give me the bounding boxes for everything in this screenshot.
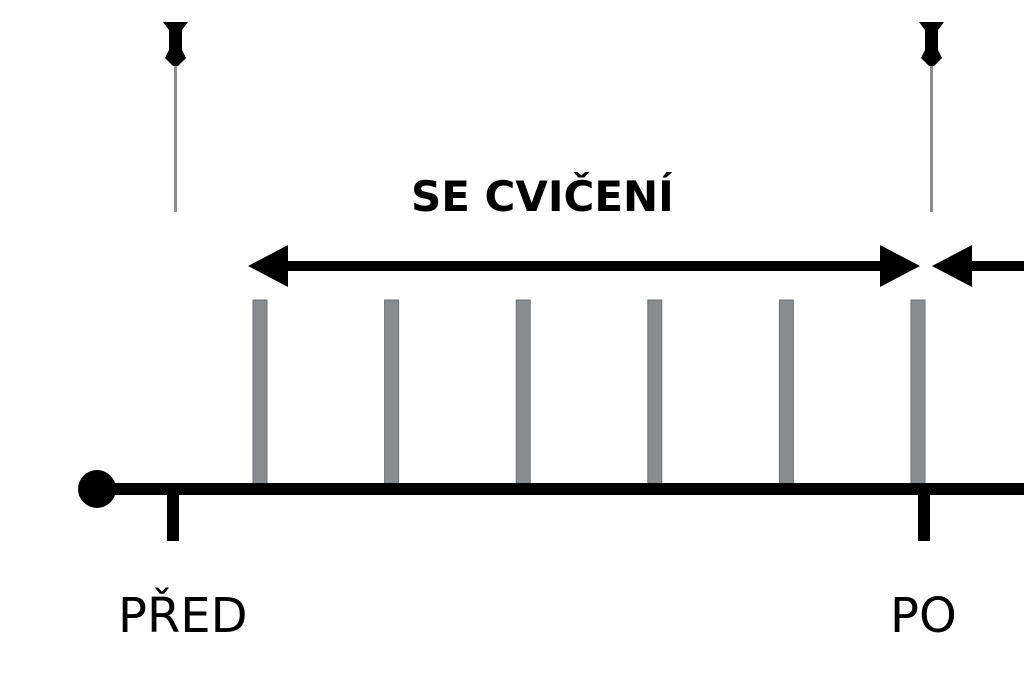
session-bar [515, 299, 531, 486]
timeline-start-dot [78, 470, 116, 508]
tick-before [167, 489, 179, 541]
before-label: PŘED [118, 588, 248, 644]
diagram-title: SE CVIČENÍ [411, 172, 674, 221]
session-bar [778, 299, 794, 486]
session-bar [910, 299, 926, 486]
timeline-axis [97, 483, 1024, 495]
session-bar [647, 299, 663, 486]
pushpin-icon [919, 22, 944, 212]
session-bar [384, 299, 400, 486]
after-label: PO [890, 588, 957, 644]
exercise-period-arrow [248, 245, 920, 287]
next-period-arrow [932, 245, 1024, 287]
session-bar [252, 299, 268, 486]
pushpin-icon [163, 22, 188, 212]
tick-after [918, 489, 930, 541]
